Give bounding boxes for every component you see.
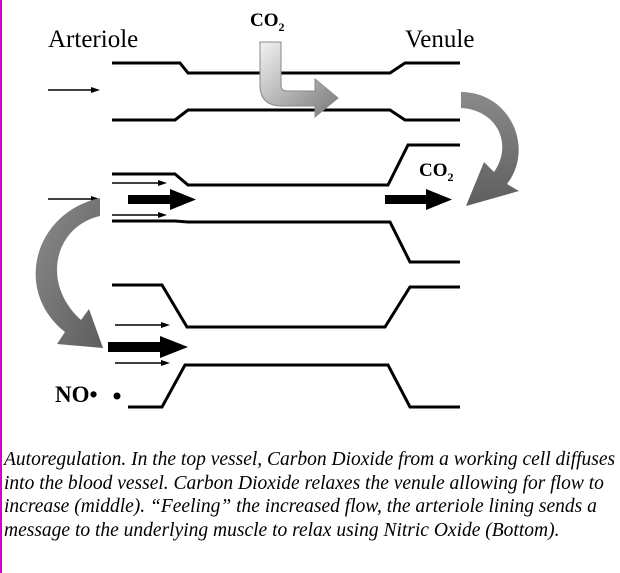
flow-arrow-top bbox=[91, 87, 100, 93]
margin-rule bbox=[0, 0, 2, 573]
venule-label: Venule bbox=[405, 26, 474, 53]
middle-vessel-upper-wall bbox=[112, 143, 460, 187]
middle-vessel-lower-wall bbox=[112, 219, 460, 264]
flow-arrow-middle-thick bbox=[170, 189, 196, 210]
co2-right-label: CO2 bbox=[419, 160, 454, 184]
top-vessel-lower-wall bbox=[112, 108, 460, 122]
nitric-oxide-label: NO• bbox=[55, 382, 98, 407]
left-curved-arrow bbox=[35, 198, 103, 348]
right-curved-arrow bbox=[461, 92, 519, 206]
co2-top-label: CO2 bbox=[250, 10, 285, 34]
figure-caption: Autoregulation. In the top vessel, Carbo… bbox=[4, 449, 616, 541]
bottom-vessel-lower-wall bbox=[128, 363, 460, 409]
autoregulation-diagram: Arteriole Venule CO2 CO2 NO• bbox=[35, 10, 519, 409]
co2-diffusion-arrow bbox=[259, 41, 339, 119]
top-vessel-upper-wall bbox=[112, 61, 460, 75]
bottom-vessel-upper-wall bbox=[112, 283, 460, 329]
flow-arrow-bottom-thick bbox=[160, 336, 188, 358]
vessel-walls bbox=[112, 61, 460, 409]
no-dot bbox=[113, 392, 121, 400]
flow-arrow-venule-thick bbox=[426, 189, 452, 210]
arteriole-label: Arteriole bbox=[48, 26, 138, 53]
flow-arrows bbox=[48, 87, 452, 366]
